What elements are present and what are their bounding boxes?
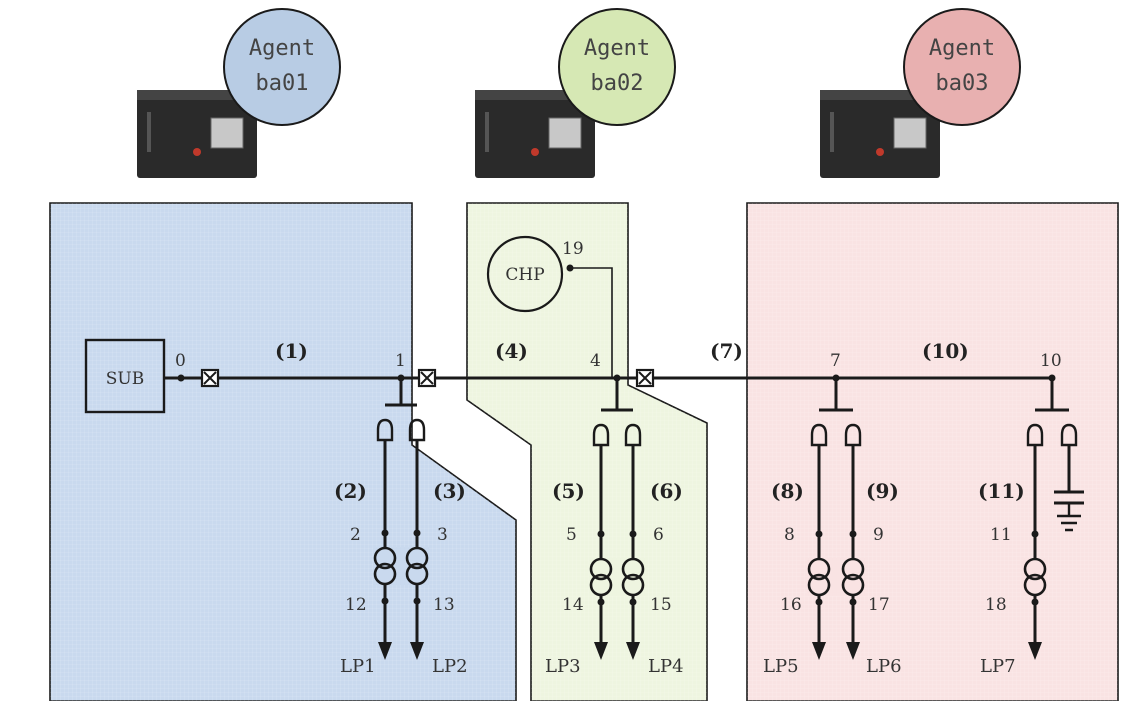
node-label-10: 10	[1040, 351, 1062, 371]
zone-ba03	[746, 202, 1119, 701]
substation-box: SUB	[84, 338, 166, 414]
svg-text:ba03: ba03	[936, 71, 989, 96]
load-label-lp3: LP3	[545, 656, 581, 677]
node-label-2: 2	[350, 525, 361, 545]
controller-device-ba02	[475, 90, 595, 178]
branch-node-10	[1023, 378, 1078, 660]
svg-text:ba01: ba01	[256, 71, 309, 96]
line-label-3: (3)	[433, 479, 466, 503]
node-label-7: 7	[830, 351, 841, 371]
node-label-4: 4	[590, 351, 601, 371]
agent-bubble-ba03: Agent ba03	[903, 8, 1021, 126]
node-label-17: 17	[868, 595, 890, 615]
node-label-8: 8	[784, 525, 795, 545]
line-label-11: (11)	[978, 479, 1025, 503]
node-label-1: 1	[395, 351, 406, 371]
svg-text:Agent: Agent	[929, 36, 995, 61]
zone-ba01	[49, 202, 517, 701]
node-label-19: 19	[562, 239, 584, 259]
breaker-icon	[635, 368, 655, 388]
line-label-8: (8)	[771, 479, 804, 503]
load-label-lp4: LP4	[648, 656, 684, 677]
line-label-6: (6)	[650, 479, 683, 503]
svg-text:Agent: Agent	[249, 36, 315, 61]
zone-ba02	[466, 202, 708, 701]
load-label-lp1: LP1	[340, 656, 376, 677]
svg-text:SUB: SUB	[106, 369, 144, 389]
controller-device-ba01	[137, 90, 257, 178]
branch-node-7	[807, 378, 865, 660]
load-labels: LP1 LP2 LP3 LP4 LP5 LP6 LP7	[340, 656, 1016, 677]
load-label-lp5: LP5	[763, 656, 799, 677]
svg-text:Agent: Agent	[584, 36, 650, 61]
chp-generator: CHP	[486, 235, 613, 377]
load-label-lp6: LP6	[866, 656, 902, 677]
node-label-12: 12	[345, 595, 367, 615]
line-label-2: (2)	[334, 479, 367, 503]
node-label-9: 9	[873, 525, 884, 545]
node-label-6: 6	[653, 525, 664, 545]
line-label-5: (5)	[552, 479, 585, 503]
node-label-3: 3	[437, 525, 448, 545]
branch-node-1	[373, 378, 429, 660]
node-label-14: 14	[562, 595, 584, 615]
node-label-15: 15	[650, 595, 672, 615]
node-label-11: 11	[990, 525, 1012, 545]
load-label-lp7: LP7	[980, 656, 1016, 677]
node-label-18: 18	[985, 595, 1007, 615]
line-label-4: (4)	[495, 339, 528, 363]
breaker-icon	[200, 368, 220, 388]
capacitor-icon	[1054, 490, 1084, 532]
agent-bubble-ba02: Agent ba02	[558, 8, 676, 126]
node-label-16: 16	[780, 595, 802, 615]
line-labels: (1) (4) (7) (10) (2) (3) (5) (6) (8) (9)…	[275, 339, 1025, 503]
node-label-13: 13	[433, 595, 455, 615]
svg-text:ba02: ba02	[591, 71, 644, 96]
line-label-1: (1)	[275, 339, 308, 363]
svg-text:CHP: CHP	[505, 265, 544, 285]
node-0-dot	[177, 374, 185, 382]
node-label-0: 0	[175, 351, 186, 371]
node-labels: 0 1 4 7 10 19 2 3 5 6 8 9 11 12 13 14 15…	[175, 239, 1062, 615]
line-label-10: (10)	[922, 339, 969, 363]
agent-bubble-ba01: Agent ba01	[223, 8, 341, 126]
load-label-lp2: LP2	[432, 656, 468, 677]
line-label-9: (9)	[866, 479, 899, 503]
controller-device-ba03	[820, 90, 940, 178]
breaker-icon	[417, 368, 437, 388]
node-label-5: 5	[566, 525, 577, 545]
line-label-7: (7)	[710, 339, 743, 363]
branch-node-4	[589, 378, 645, 660]
